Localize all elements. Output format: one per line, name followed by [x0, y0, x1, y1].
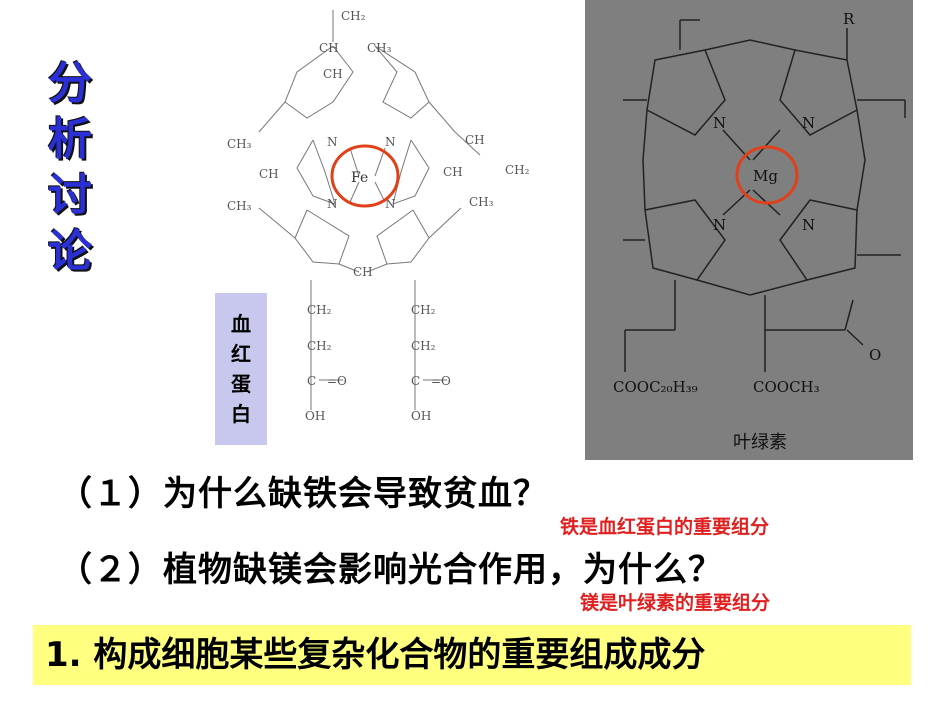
- heme-label: 血 红 蛋 白: [215, 293, 267, 445]
- chl-n-atom: N: [802, 216, 815, 234]
- side-title: 分 析 讨 论: [44, 56, 96, 280]
- chl-o-atom: O: [869, 346, 881, 364]
- chlorophyll-structure-diagram: R N N N N O COOC₂₀H₃₉ COOCH₃ Mg 叶绿素: [613, 10, 906, 453]
- heme-label-char: 白: [231, 402, 251, 426]
- chlorophyll-caption: 叶绿素: [733, 432, 787, 453]
- heme-atom: CH₃: [367, 41, 392, 55]
- chl-n-atom: N: [713, 114, 726, 132]
- heme-atom: CH₃: [227, 199, 252, 213]
- heme-atom: CH₂: [341, 9, 366, 23]
- chl-ester-1: COOC₂₀H₃₉: [613, 378, 698, 396]
- chl-ester-2: COOCH₃: [753, 378, 820, 396]
- mg-highlight-circle: [735, 145, 799, 205]
- heme-atom: OH: [411, 409, 431, 423]
- question-2: （２）植物缺镁会影响光合作用，为什么？: [58, 550, 723, 590]
- chl-n-atom: N: [713, 216, 726, 234]
- heme-atom: CH₂: [411, 303, 436, 317]
- heme-atom: CH₂: [307, 303, 332, 317]
- heme-label-char: 血: [231, 312, 251, 336]
- heme-atom: =O: [431, 374, 451, 388]
- heme-atom: CH: [323, 67, 343, 81]
- heme-atom: CH₂: [411, 339, 436, 353]
- heme-label-char: 蛋: [231, 372, 251, 396]
- heme-atom: N: [385, 197, 396, 211]
- chlorophyll-panel: R N N N N O COOC₂₀H₃₉ COOCH₃ Mg 叶绿素: [585, 0, 913, 460]
- heme-atom: CH: [259, 167, 279, 181]
- heme-atom: CH₂: [307, 339, 332, 353]
- heme-atom: OH: [305, 409, 325, 423]
- chl-r-label: R: [843, 10, 855, 28]
- fe-highlight-circle: [330, 144, 400, 208]
- heme-atom: CH: [353, 265, 373, 279]
- side-title-char: 析: [48, 114, 92, 165]
- heme-atom: CH₂: [505, 163, 530, 177]
- side-title-char: 分: [48, 58, 92, 109]
- heme-atom: C: [411, 374, 420, 388]
- heme-label-char: 红: [231, 342, 251, 366]
- side-title-char: 论: [48, 226, 92, 277]
- heme-atom: CH₃: [227, 137, 252, 151]
- heme-atom: N: [327, 135, 338, 149]
- mg-atom: Mg: [753, 167, 778, 185]
- heme-atom: C: [307, 374, 316, 388]
- fe-atom: Fe: [351, 170, 368, 186]
- heme-atom: N: [385, 135, 396, 149]
- heme-atom: CH₃: [469, 195, 494, 209]
- heme-atom: =O: [327, 374, 347, 388]
- answer-2: 镁是叶绿素的重要组分: [580, 592, 771, 614]
- heme-atom: N: [327, 197, 338, 211]
- question-1: （１）为什么缺铁会导致贫血？: [58, 474, 548, 514]
- chl-n-atom: N: [802, 114, 815, 132]
- summary-banner: 1. 构成细胞某些复杂化合物的重要组成成分: [33, 625, 911, 685]
- heme-structure-diagram: CH₂ CH CH₃ CH CH₃ N N CH CH₂ CH CH CH₃ N…: [227, 9, 530, 423]
- answer-1: 铁是血红蛋白的重要组分: [560, 516, 770, 538]
- side-title-char: 讨: [48, 170, 92, 221]
- heme-atom: CH: [319, 41, 339, 55]
- heme-atom: CH: [465, 133, 485, 147]
- heme-atom: CH: [443, 165, 463, 179]
